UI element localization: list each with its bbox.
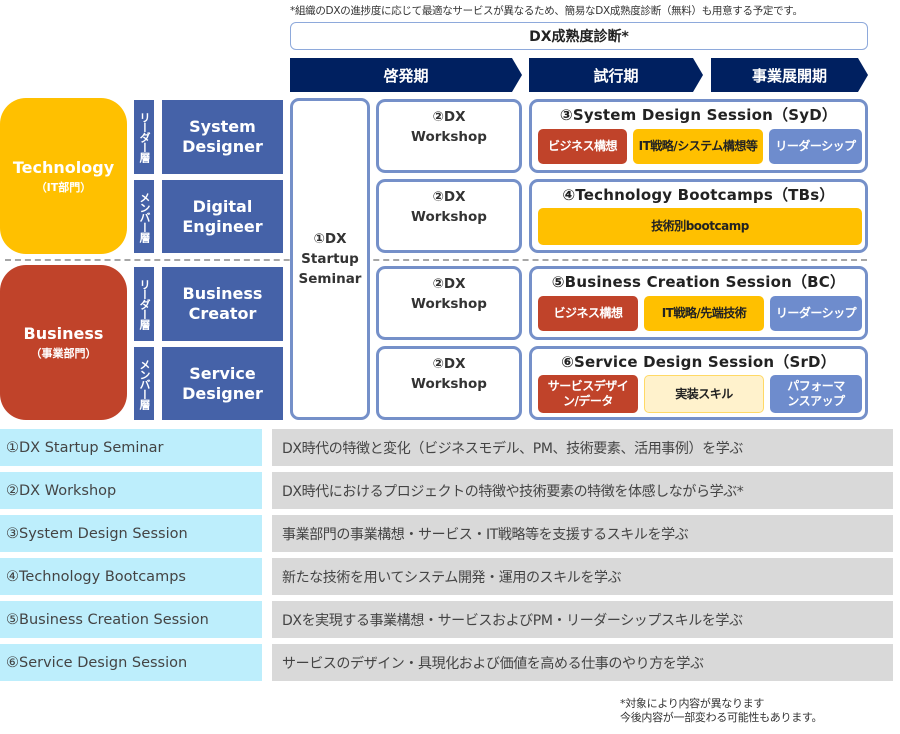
program-description: 新たな技術を用いてシステム開発・運用のスキルを学ぶ [272, 558, 893, 595]
dx-workshop-box: ②DX Workshop [376, 99, 522, 173]
dx-workshop-box: ②DX Workshop [376, 346, 522, 420]
chip-leadership: リーダーシップ [770, 296, 862, 331]
service-design-session-box: ⑥Service Design Session（SrD） サービスデザイン/デー… [529, 346, 868, 420]
footnote-line: *対象により内容が異なります [620, 697, 765, 710]
program-description: DX時代におけるプロジェクトの特徴や技術要素の特徴を体感しながら学ぶ* [272, 472, 893, 509]
role-line: System [189, 117, 256, 136]
phase-trial: 試行期 [529, 58, 703, 92]
workshop-line: Workshop [411, 129, 487, 145]
role-line: Creator [188, 304, 257, 323]
program-name: ④Technology Bootcamps [0, 558, 262, 595]
department-sub: （IT部門） [35, 180, 92, 194]
seminar-line: Startup [301, 251, 359, 267]
description-row: ④Technology Bootcamps 新たな技術を用いてシステム開発・運用… [0, 558, 893, 595]
role-line: Business [182, 284, 263, 303]
chip-it-strategy: IT戦略/システム構想等 [633, 129, 763, 164]
maturity-diagnosis-note: *組織のDXの進捗度に応じて最適なサービスが異なるため、簡易なDX成熟度診断（無… [290, 5, 803, 17]
workshop-line: Workshop [411, 209, 487, 225]
footnote: *対象により内容が異なります 今後内容が一部変わる可能性もあります。 [620, 697, 823, 725]
chip-implementation-skill: 実装スキル [644, 375, 764, 413]
role-line: Designer [182, 137, 263, 156]
department-sub: （事業部門） [30, 347, 97, 360]
workshop-line: Workshop [411, 376, 487, 392]
layer-leader: リーダー層 [134, 100, 154, 174]
dx-workshop-box: ②DX Workshop [376, 179, 522, 253]
workshop-line: ②DX [432, 109, 466, 125]
session-title: ⑤Business Creation Session（BC） [551, 273, 846, 291]
seminar-line: ①DX [313, 231, 347, 247]
department-divider [5, 259, 867, 261]
workshop-line: ②DX [432, 276, 466, 292]
chip-business-concept: ビジネス構想 [538, 296, 638, 331]
chip-tech-bootcamp: 技術別bootcamp [538, 208, 862, 245]
program-description: サービスのデザイン・具現化および価値を高める仕事のやり方を学ぶ [272, 644, 893, 681]
role-line: Designer [182, 383, 263, 403]
role-line: Digital [192, 196, 253, 216]
session-title: ③System Design Session（SyD） [559, 106, 838, 124]
program-description: DXを実現する事業構想・サービスおよびPM・リーダーシップスキルを学ぶ [272, 601, 893, 638]
phase-awareness: 啓発期 [290, 58, 522, 92]
program-description: 事業部門の事業構想・サービス・IT戦略等を支援するスキルを学ぶ [272, 515, 893, 552]
program-name: ⑥Service Design Session [0, 644, 262, 681]
chip-business-concept: ビジネス構想 [538, 129, 627, 164]
dx-maturity-diagnosis-box: DX成熟度診断* [290, 22, 868, 50]
department-name: Technology [12, 157, 115, 177]
chip-performance-up: パフォーマンスアップ [770, 375, 862, 413]
workshop-line: ②DX [432, 356, 466, 372]
business-creation-session-box: ⑤Business Creation Session（BC） ビジネス構想 IT… [529, 266, 868, 340]
description-row: ⑤Business Creation Session DXを実現する事業構想・サ… [0, 601, 893, 638]
workshop-line: ②DX [432, 189, 466, 205]
technology-bootcamps-box: ④Technology Bootcamps（TBs） 技術別bootcamp [529, 179, 868, 253]
program-name: ①DX Startup Seminar [0, 429, 262, 466]
description-row: ①DX Startup Seminar DX時代の特徴と変化（ビジネスモデル、P… [0, 429, 893, 466]
session-title: ④Technology Bootcamps（TBs） [562, 186, 835, 204]
description-row: ②DX Workshop DX時代におけるプロジェクトの特徴や技術要素の特徴を体… [0, 472, 893, 509]
layer-member: メンバー層 [134, 347, 154, 420]
role-line: Service [189, 363, 256, 383]
role-line: Engineer [182, 216, 263, 236]
program-name: ⑤Business Creation Session [0, 601, 262, 638]
footnote-line: 今後内容が一部変わる可能性もあります。 [620, 711, 823, 724]
department-business: Business （事業部門） [0, 265, 127, 420]
session-title: ⑥Service Design Session（SrD） [561, 353, 836, 371]
layer-leader: リーダー層 [134, 267, 154, 341]
phase-business-expansion: 事業展開期 [711, 58, 868, 92]
program-description: DX時代の特徴と変化（ビジネスモデル、PM、技術要素、活用事例）を学ぶ [272, 429, 893, 466]
chip-it-strategy-advanced: IT戦略/先端技術 [644, 296, 764, 331]
chip-leadership: リーダーシップ [769, 129, 862, 164]
chip-service-design-data: サービスデザイン/データ [538, 375, 638, 413]
layer-member: メンバー層 [134, 180, 154, 253]
department-technology: Technology （IT部門） [0, 98, 127, 254]
program-name: ③System Design Session [0, 515, 262, 552]
seminar-line: Seminar [298, 271, 362, 287]
system-design-session-box: ③System Design Session（SyD） ビジネス構想 IT戦略/… [529, 99, 868, 173]
program-name: ②DX Workshop [0, 472, 262, 509]
description-row: ⑥Service Design Session サービスのデザイン・具現化および… [0, 644, 893, 681]
dx-workshop-box: ②DX Workshop [376, 266, 522, 340]
workshop-line: Workshop [411, 296, 487, 312]
description-row: ③System Design Session 事業部門の事業構想・サービス・IT… [0, 515, 893, 552]
department-name: Business [23, 324, 104, 343]
